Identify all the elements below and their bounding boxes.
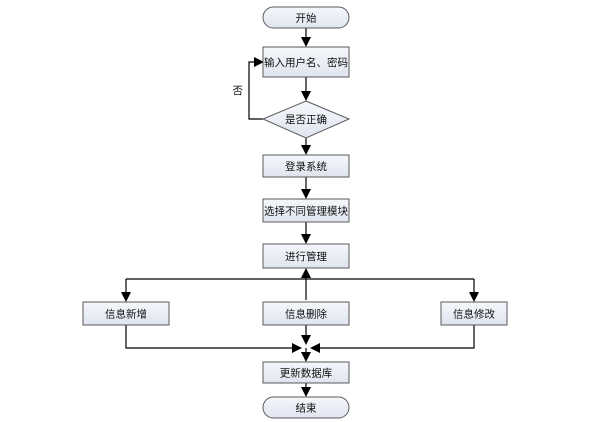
node-input-label: 输入用户名、密码 [264,56,348,69]
edge-modify-merge [310,325,475,353]
node-delete-label: 信息删除 [285,308,327,321]
node-manage-label: 进行管理 [285,250,327,263]
node-add-label: 信息新增 [105,308,147,321]
connectors [121,28,479,397]
node-end-label: 结束 [296,402,317,415]
node-update-label: 更新数据库 [280,367,333,380]
node-end: 结束 [262,396,350,419]
node-check-label: 是否正确 [285,113,327,126]
node-login: 登录系统 [262,154,350,178]
node-delete: 信息删除 [262,301,350,326]
node-start-label: 开始 [296,12,317,25]
edge-check-no-loop [248,57,264,120]
node-select: 选择不同管理模块 [262,198,350,223]
node-input: 输入用户名、密码 [262,46,350,78]
node-update: 更新数据库 [262,361,350,384]
node-start: 开始 [262,6,350,29]
edge-no-label: 否 [233,85,244,97]
node-add: 信息新增 [82,301,170,326]
node-check-decision: 是否正确 [261,100,351,139]
node-select-label: 选择不同管理模块 [264,205,348,218]
node-modify: 信息修改 [440,301,508,326]
node-manage: 进行管理 [262,243,350,269]
edge-add-merge [125,325,302,353]
node-login-label: 登录系统 [285,160,327,173]
node-modify-label: 信息修改 [453,308,495,321]
